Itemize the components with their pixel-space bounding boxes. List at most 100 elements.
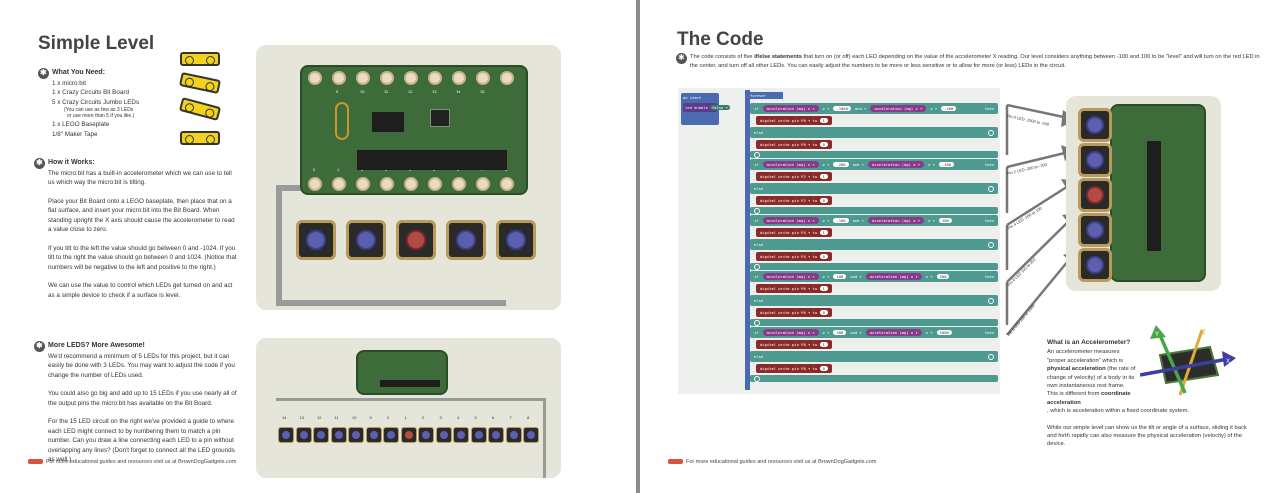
pin-dropdown[interactable]: P4 ▾: [801, 230, 811, 235]
pin-pad: [332, 177, 346, 191]
pin-dropdown[interactable]: P8 ▾: [801, 366, 811, 371]
accel-block[interactable]: acceleration (mg) x ▾: [762, 273, 819, 280]
digital-write-block[interactable]: digital write pin P0 ▾ to 0: [756, 140, 832, 149]
value-input[interactable]: 200: [936, 274, 950, 279]
value-input[interactable]: 0: [819, 254, 828, 259]
digital-write-block[interactable]: digital write pin P8 ▾ to 1: [756, 340, 832, 349]
compare-op[interactable]: ≥ ▾: [822, 106, 830, 111]
compare-op[interactable]: ≤ ▾: [928, 162, 935, 167]
compare-op[interactable]: ≤ ▾: [930, 106, 938, 111]
value-input[interactable]: 100: [833, 274, 847, 279]
and-op[interactable]: and ▾: [854, 106, 867, 111]
digital-write-block[interactable]: digital write pin P4 ▾ to 0: [756, 252, 832, 261]
value-input[interactable]: 200: [833, 330, 847, 335]
pin-dropdown[interactable]: P2 ▾: [801, 174, 811, 179]
footer-link[interactable]: For more educational guides and resource…: [46, 459, 237, 465]
digital-write-block[interactable]: digital write pin P6 ▾ to 1: [756, 284, 832, 293]
plus-icon[interactable]: [754, 263, 760, 270]
digital-write-block[interactable]: digital write pin P8 ▾ to 0: [756, 364, 832, 373]
digital-write-block[interactable]: digital write pin P6 ▾ to 0: [756, 308, 832, 317]
digital-write-block[interactable]: digital write pin P2 ▾ to 0: [756, 196, 832, 205]
minus-icon[interactable]: [988, 353, 994, 360]
pin-pad: [452, 177, 466, 191]
accel-block[interactable]: acceleration (mg) x ▾: [870, 105, 927, 112]
accel-block[interactable]: acceleration (mg) x ▾: [865, 273, 922, 280]
digital-write-block[interactable]: digital write pin P4 ▾ to 1: [756, 228, 832, 237]
accel-block[interactable]: acceleration (mg) x ▾: [762, 105, 819, 112]
pin-dropdown[interactable]: P8 ▾: [801, 342, 811, 347]
pin-pad: [404, 177, 418, 191]
value-input[interactable]: 0: [819, 310, 828, 315]
value-input[interactable]: 1: [819, 118, 828, 123]
bit-board-vertical: [1110, 104, 1206, 282]
value-input[interactable]: 1: [819, 342, 828, 347]
accel-block[interactable]: acceleration (mg) x ▾: [865, 329, 922, 336]
footer-link[interactable]: For more educational guides and resource…: [686, 459, 877, 465]
pin-dropdown[interactable]: P6 ▾: [801, 310, 811, 315]
else-label: else: [754, 242, 764, 247]
led-number: 5: [474, 415, 477, 420]
value-input[interactable]: 1: [819, 286, 828, 291]
pin-dropdown[interactable]: P0 ▾: [801, 118, 811, 123]
pin-dropdown[interactable]: P6 ▾: [801, 286, 811, 291]
led-enable-label: led enable: [685, 105, 708, 110]
compare-op[interactable]: ≥ ▾: [822, 218, 830, 223]
list-item: 1 x micro:bit: [52, 79, 86, 87]
plus-icon[interactable]: [754, 375, 760, 382]
accel-block[interactable]: acceleration (mg) x ▾: [868, 161, 925, 168]
compare-op[interactable]: ≤ ▾: [928, 218, 935, 223]
value-input[interactable]: -200: [941, 106, 957, 111]
minus-icon[interactable]: [988, 241, 994, 248]
accel-block[interactable]: acceleration (mg) x ▾: [762, 329, 819, 336]
false-dropdown[interactable]: false ▾: [709, 105, 730, 110]
value-input[interactable]: -100: [938, 162, 955, 167]
plus-icon[interactable]: [754, 207, 760, 214]
and-op[interactable]: and ▾: [850, 274, 862, 279]
pin-dropdown[interactable]: P2 ▾: [801, 198, 811, 203]
plus-icon[interactable]: [754, 319, 760, 326]
small-led: [453, 427, 469, 443]
compare-op[interactable]: ≤ ▾: [925, 274, 933, 279]
digital-write-block[interactable]: digital write pin P0 ▾ to 1: [756, 116, 832, 125]
value-input[interactable]: 1: [819, 174, 828, 179]
write-label: digital write pin: [760, 254, 799, 259]
value-input[interactable]: -100: [833, 218, 849, 223]
led-bulb: [506, 230, 526, 250]
minus-icon[interactable]: [988, 185, 994, 192]
led-bulb: [509, 431, 518, 439]
compare-op[interactable]: ≥ ▾: [822, 330, 830, 335]
pin-dropdown[interactable]: P4 ▾: [801, 254, 811, 259]
accel-block[interactable]: acceleration (mg) x ▾: [762, 217, 819, 224]
digital-write-block[interactable]: digital write pin P2 ▾ to 1: [756, 172, 832, 181]
value-input[interactable]: 1: [819, 230, 828, 235]
pin-dropdown[interactable]: P0 ▾: [801, 142, 811, 147]
accel-block[interactable]: acceleration (mg) x ▾: [868, 217, 925, 224]
compare-op[interactable]: ≥ ▾: [822, 162, 830, 167]
value-input[interactable]: -200: [833, 162, 849, 167]
minus-icon[interactable]: [988, 129, 994, 136]
plus-icon[interactable]: [754, 151, 760, 158]
and-op[interactable]: and ▾: [852, 162, 865, 167]
compare-op[interactable]: ≥ ▾: [822, 274, 830, 279]
value-input[interactable]: 100: [938, 218, 952, 223]
accel-block[interactable]: acceleration (mg) x ▾: [762, 161, 819, 168]
value-input[interactable]: 0: [819, 142, 828, 147]
value-input[interactable]: -1000: [833, 106, 851, 111]
value-input[interactable]: 1000: [936, 330, 952, 335]
led-bulb: [456, 230, 476, 250]
compare-op[interactable]: ≤ ▾: [925, 330, 933, 335]
value-input[interactable]: 0: [819, 366, 828, 371]
to-label: to: [812, 342, 818, 347]
minus-icon[interactable]: [988, 297, 994, 304]
and-op[interactable]: and ▾: [850, 330, 862, 335]
and-op[interactable]: and ▾: [852, 218, 865, 223]
value-input[interactable]: 0: [819, 198, 828, 203]
